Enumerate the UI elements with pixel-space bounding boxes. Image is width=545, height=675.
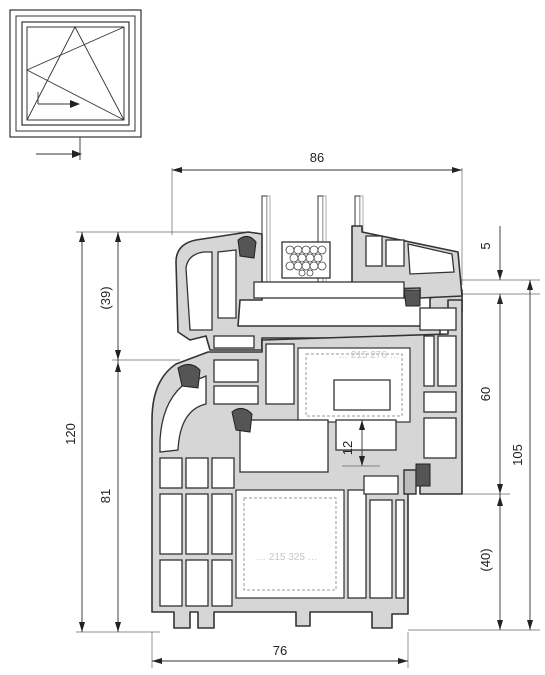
dimension-top-width: 86 — [171, 150, 463, 285]
dimension-label-top-width: 86 — [310, 150, 324, 165]
dimension-label-overlap: 12 — [340, 441, 355, 455]
dimension-label-mid-height: 60 — [478, 387, 493, 401]
dimension-right-total: 105 — [408, 280, 540, 631]
profile-mark-sash: … 215 276 … — [338, 350, 400, 361]
dimension-label-total-height: 105 — [510, 444, 525, 466]
frame-profile — [151, 299, 463, 629]
dimension-left-lower: 81 — [98, 360, 121, 632]
dimension-label-lower-height: 81 — [98, 489, 113, 503]
dimension-label-overall-height: 120 — [63, 423, 78, 445]
glazing-unit — [261, 195, 364, 295]
tilt-turn-window-icon — [9, 9, 142, 138]
dimension-bottom-width: 76 — [151, 632, 409, 668]
dimension-label-lower-right: (40) — [478, 548, 493, 571]
dimension-inner-overlap: 12 — [340, 420, 380, 467]
dimension-label-bottom-width: 76 — [273, 643, 287, 658]
dimension-right-lower: (40) — [478, 494, 503, 630]
dimension-label-top-gap: 5 — [478, 242, 493, 249]
sash-profile — [175, 225, 463, 351]
dimension-left-upper: (39) — [98, 232, 180, 361]
opening-direction-arrow-icon — [36, 137, 82, 160]
profile-mark-frame: … 215 325 … — [256, 552, 318, 563]
dimension-label-upper-height: (39) — [98, 286, 113, 309]
